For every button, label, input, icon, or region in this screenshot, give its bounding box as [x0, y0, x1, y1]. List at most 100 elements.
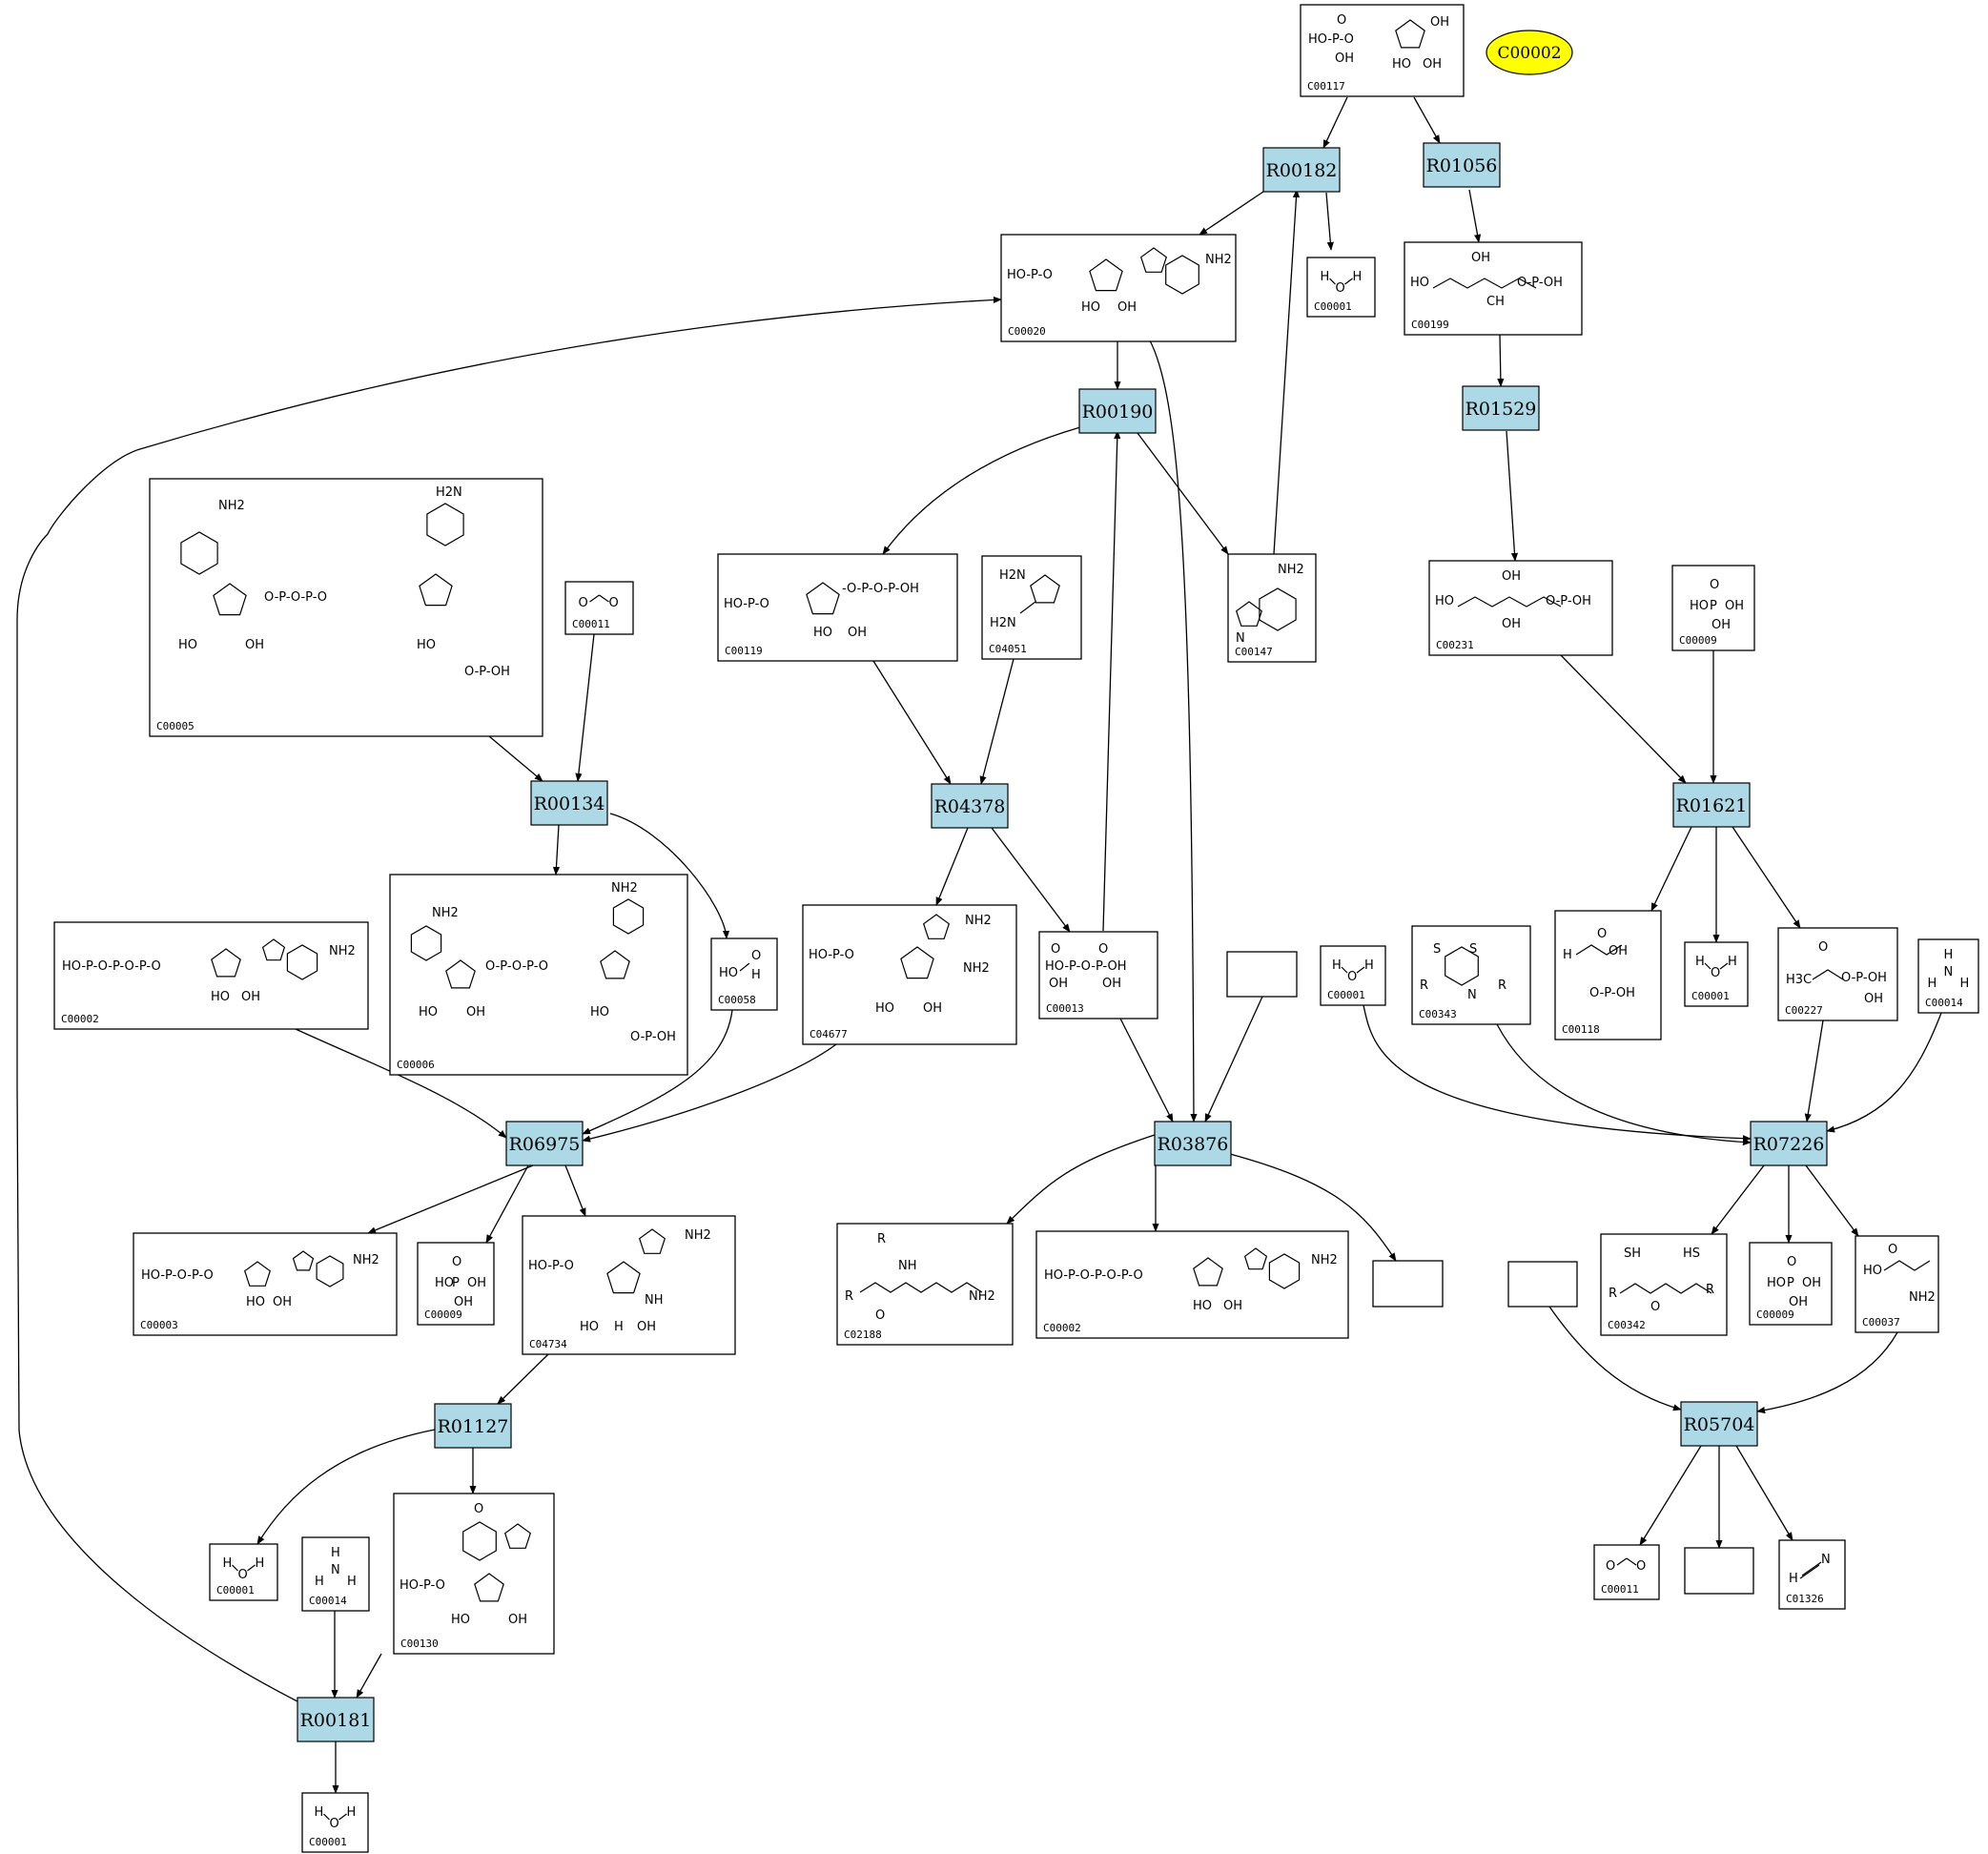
- svg-text:N: N: [1821, 1553, 1831, 1567]
- svg-text:O: O: [474, 1502, 483, 1516]
- compound-node-empty[interactable]: [1372, 1260, 1444, 1308]
- reaction-edge: [935, 827, 969, 906]
- svg-text:N: N: [331, 1563, 340, 1577]
- svg-text:O-P-OH: O-P-OH: [464, 665, 510, 679]
- svg-text:HO: HO: [1767, 1276, 1786, 1290]
- svg-text:O: O: [1337, 13, 1346, 28]
- reaction-node-r00181[interactable]: R00181: [297, 1697, 375, 1742]
- compound-node-empty[interactable]: [1507, 1261, 1578, 1308]
- reaction-node-r04378[interactable]: R04378: [931, 783, 1009, 829]
- reaction-node-r00182[interactable]: R00182: [1262, 147, 1341, 193]
- svg-text:OH: OH: [848, 626, 867, 640]
- svg-text:OH: OH: [923, 1001, 942, 1016]
- svg-text:H3C: H3C: [1786, 973, 1812, 987]
- svg-text:H: H: [614, 1320, 624, 1334]
- reaction-edge: [1732, 826, 1801, 929]
- reaction-node-r03876[interactable]: R03876: [1154, 1121, 1232, 1166]
- compound-label: C00006: [397, 1059, 435, 1071]
- reaction-edge: [356, 1653, 382, 1699]
- svg-text:HO-P-O: HO-P-O: [1308, 32, 1354, 47]
- reaction-node-r06975[interactable]: R06975: [505, 1121, 584, 1166]
- svg-text:H: H: [1563, 948, 1572, 962]
- compound-node-empty[interactable]: [1226, 951, 1298, 998]
- reaction-node-r01529[interactable]: R01529: [1462, 385, 1540, 431]
- svg-text:R: R: [1420, 978, 1428, 993]
- svg-text:H: H: [256, 1556, 265, 1571]
- svg-text:H: H: [1728, 955, 1737, 969]
- reaction-node-r00134[interactable]: R00134: [530, 780, 608, 826]
- reaction-edge: [256, 1429, 436, 1545]
- svg-text:R: R: [877, 1232, 886, 1246]
- svg-text:O: O: [1347, 970, 1357, 984]
- svg-text:H: H: [1928, 977, 1937, 991]
- svg-text:OH: OH: [508, 1613, 527, 1627]
- svg-text:OH: OH: [1502, 569, 1521, 584]
- svg-text:NH2: NH2: [218, 499, 245, 513]
- reaction-node-r05704[interactable]: R05704: [1680, 1401, 1758, 1447]
- svg-text:HO: HO: [875, 1001, 894, 1016]
- svg-text:H: H: [223, 1556, 233, 1571]
- reaction-node-r01621[interactable]: R01621: [1672, 782, 1751, 828]
- compound-label: C00009: [424, 1308, 462, 1321]
- reaction-node-r01056[interactable]: R01056: [1423, 142, 1501, 188]
- compound-label: C00227: [1785, 1004, 1823, 1017]
- reaction-label: R01127: [438, 1416, 509, 1437]
- reaction-edge: [1548, 1306, 1682, 1411]
- highlight-ellipse[interactable]: C00002: [1486, 30, 1573, 75]
- svg-text:HO: HO: [1193, 1299, 1212, 1313]
- reaction-node-r07226[interactable]: R07226: [1750, 1121, 1828, 1166]
- svg-text:O: O: [1711, 966, 1720, 980]
- reaction-node-r01127[interactable]: R01127: [434, 1403, 512, 1449]
- compound-label: C04734: [529, 1338, 567, 1350]
- reaction-edge: [1102, 430, 1121, 932]
- reaction-node-r00190[interactable]: R00190: [1078, 388, 1157, 434]
- reaction-edge: [1273, 189, 1301, 555]
- compound-node-empty[interactable]: [1684, 1547, 1754, 1595]
- svg-text:O: O: [609, 596, 619, 610]
